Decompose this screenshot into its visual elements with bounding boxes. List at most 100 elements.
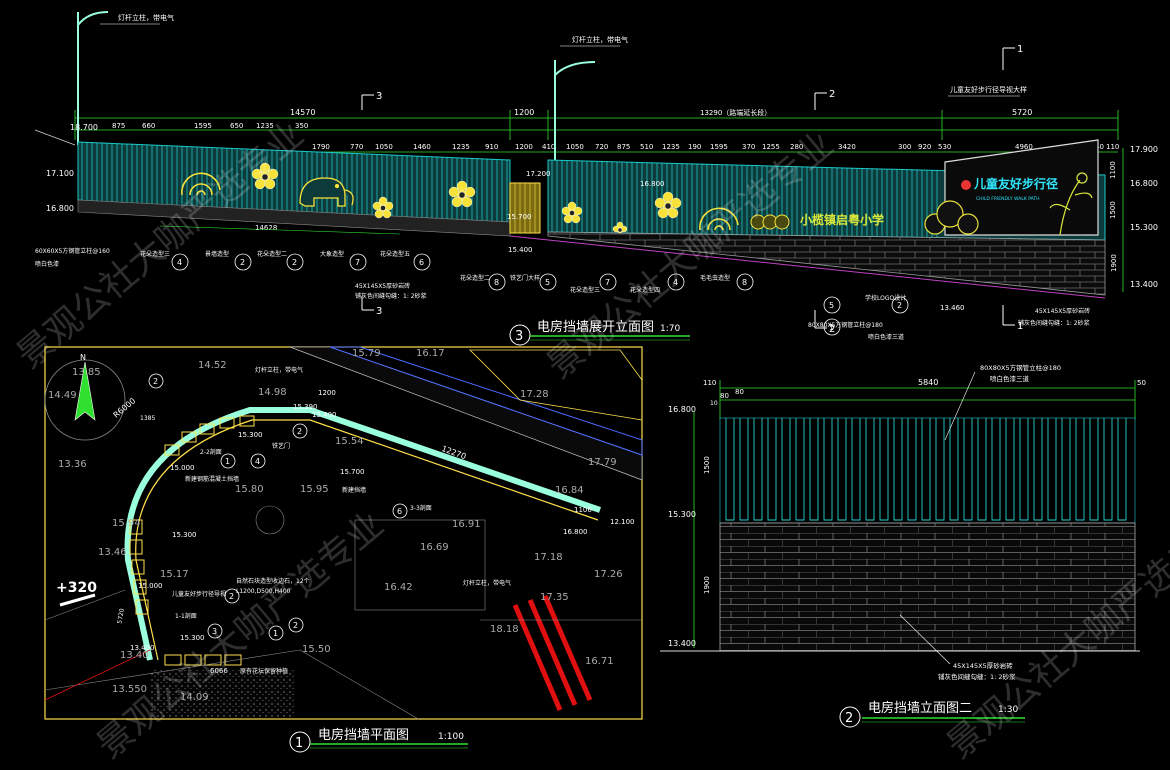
d13: 410 bbox=[542, 143, 555, 151]
r-dim-1500: 1500 bbox=[1109, 201, 1117, 219]
d17: 510 bbox=[640, 143, 653, 151]
sign-sub: CHILD FRIENDLY WALK PATH bbox=[976, 196, 1040, 202]
d30: 110 bbox=[1106, 143, 1119, 151]
north-arrow-icon bbox=[44, 359, 126, 441]
d10: 1235 bbox=[452, 143, 470, 151]
picket-post bbox=[823, 418, 833, 521]
e2-note-bottom: 45X145X5厚砂岩砖 bbox=[953, 661, 1013, 670]
picket-post bbox=[893, 418, 903, 521]
elev2-number-circle bbox=[839, 706, 861, 728]
plan-level: 16.71 bbox=[585, 656, 614, 667]
pc-0: 2 bbox=[153, 377, 158, 386]
picket-post bbox=[837, 418, 847, 521]
elevation-top-number-circle bbox=[509, 324, 531, 346]
callout-e: 6 bbox=[419, 258, 424, 267]
picket-post bbox=[753, 418, 763, 521]
e2-level-16800: 16.800 bbox=[668, 405, 696, 414]
plan-level: 17.79 bbox=[588, 457, 617, 468]
e2-dim-10: 10 bbox=[710, 400, 718, 407]
e2-note-top2: 喷白色漆三道 bbox=[990, 374, 1030, 383]
spiral-icon bbox=[181, 172, 739, 231]
d16: 875 bbox=[617, 143, 630, 151]
picket-post bbox=[1047, 418, 1057, 521]
plan-level: 18.18 bbox=[490, 624, 519, 635]
plan-level: 16.42 bbox=[384, 582, 413, 593]
elevation-top-number: 3 bbox=[515, 329, 523, 344]
e2-note-bottom-leader bbox=[899, 614, 951, 665]
plan-level: 13.40 bbox=[120, 650, 149, 661]
d26: 920 bbox=[918, 143, 931, 151]
picket-post bbox=[977, 418, 987, 521]
plan-level: 15.54 bbox=[335, 436, 364, 447]
note-12: 花朵造型四 bbox=[630, 286, 660, 294]
plan-spot-level: 12.100 bbox=[610, 518, 635, 526]
lamp-note-1: 灯杆立柱，带电气 bbox=[118, 13, 174, 22]
callout-d: 7 bbox=[355, 258, 360, 267]
plan-level: 13.85 bbox=[72, 367, 101, 378]
elevation-top-title: 电房挡墙展开立面图 bbox=[537, 319, 654, 335]
parking-area bbox=[469, 349, 643, 421]
callout-k: 5 bbox=[829, 301, 834, 310]
plan-level: 14.52 bbox=[198, 360, 227, 371]
d23: 280 bbox=[790, 143, 803, 151]
dim-14570: 14570 bbox=[290, 108, 315, 117]
plan-level: 17.28 bbox=[520, 389, 549, 400]
pc-1: 1 bbox=[225, 457, 230, 466]
r-dim-1900: 1900 bbox=[1110, 254, 1118, 272]
picket-post bbox=[907, 418, 917, 521]
note-15: 80X80X5方钢管立柱@180 bbox=[808, 321, 883, 329]
plan-level: 17.26 bbox=[594, 569, 623, 580]
d19: 190 bbox=[688, 143, 701, 151]
d5: 350 bbox=[295, 122, 308, 130]
plan-title: 电房挡墙平面图 bbox=[318, 727, 409, 743]
d8: 1050 bbox=[375, 143, 393, 151]
plan-level: 14.09 bbox=[180, 692, 209, 703]
picket-post bbox=[949, 418, 959, 521]
note-6: 花朵造型五 bbox=[380, 250, 410, 258]
plan-note-1: 灯杆立柱，带电气 bbox=[463, 579, 511, 587]
brick-base-right bbox=[547, 231, 1106, 296]
plan-callout-numbers: 2 1 4 2 6 2 3 1 2 bbox=[153, 377, 402, 638]
left-ground-line bbox=[34, 129, 76, 146]
plan-spot-level: 15.000 bbox=[138, 582, 163, 590]
plan-callouts bbox=[148, 373, 408, 641]
sec-mark-2b: 2 bbox=[829, 324, 835, 335]
callout-a: 4 bbox=[177, 258, 182, 267]
note-0: 60X60X5方钢管立柱@160 bbox=[35, 247, 110, 255]
picket-post bbox=[879, 418, 889, 521]
north-label: N bbox=[80, 353, 86, 362]
plan-dim-1106: 1106 bbox=[574, 506, 592, 514]
elev2-posts bbox=[725, 418, 1127, 521]
m-level-13460: 13.460 bbox=[940, 304, 965, 312]
sec-mark-2a: 2 bbox=[829, 89, 835, 100]
d18: 1235 bbox=[662, 143, 680, 151]
sec-mark-1a: 1 bbox=[1017, 44, 1023, 55]
elev2-scale: 1:30 bbox=[998, 705, 1018, 715]
inner-dim-line bbox=[159, 225, 401, 235]
inner-dim-14628: 14628 bbox=[255, 224, 277, 232]
plan-spot-level: 15.400 bbox=[312, 411, 337, 419]
pc-5: 2 bbox=[229, 592, 234, 601]
elev2-title: 电房挡墙立面图二 bbox=[868, 700, 972, 716]
picket-post bbox=[1033, 418, 1043, 521]
plan-level: 14.98 bbox=[258, 387, 287, 398]
plan-note-9: 1-1剖面 bbox=[175, 612, 197, 620]
d4: 1235 bbox=[256, 122, 274, 130]
plan-level: 13.46 bbox=[98, 547, 127, 558]
sec-mark-3a: 3 bbox=[376, 91, 382, 102]
callout-m: 2 bbox=[897, 301, 902, 310]
callout-l: 1 bbox=[829, 323, 834, 332]
picket-post bbox=[739, 418, 749, 521]
d22: 1255 bbox=[762, 143, 780, 151]
plan-note-10: 原有花坛保留种植 bbox=[240, 667, 288, 675]
e2-dim-1900: 1900 bbox=[703, 576, 711, 594]
road-edge-blue bbox=[329, 346, 643, 456]
e2-level-13400: 13.400 bbox=[668, 639, 696, 648]
callout-b: 2 bbox=[240, 258, 245, 267]
plan-spot-level: 15.300 bbox=[172, 531, 197, 539]
note-10: 铁艺门大样 bbox=[510, 274, 540, 282]
plan-number-circle bbox=[289, 731, 311, 753]
